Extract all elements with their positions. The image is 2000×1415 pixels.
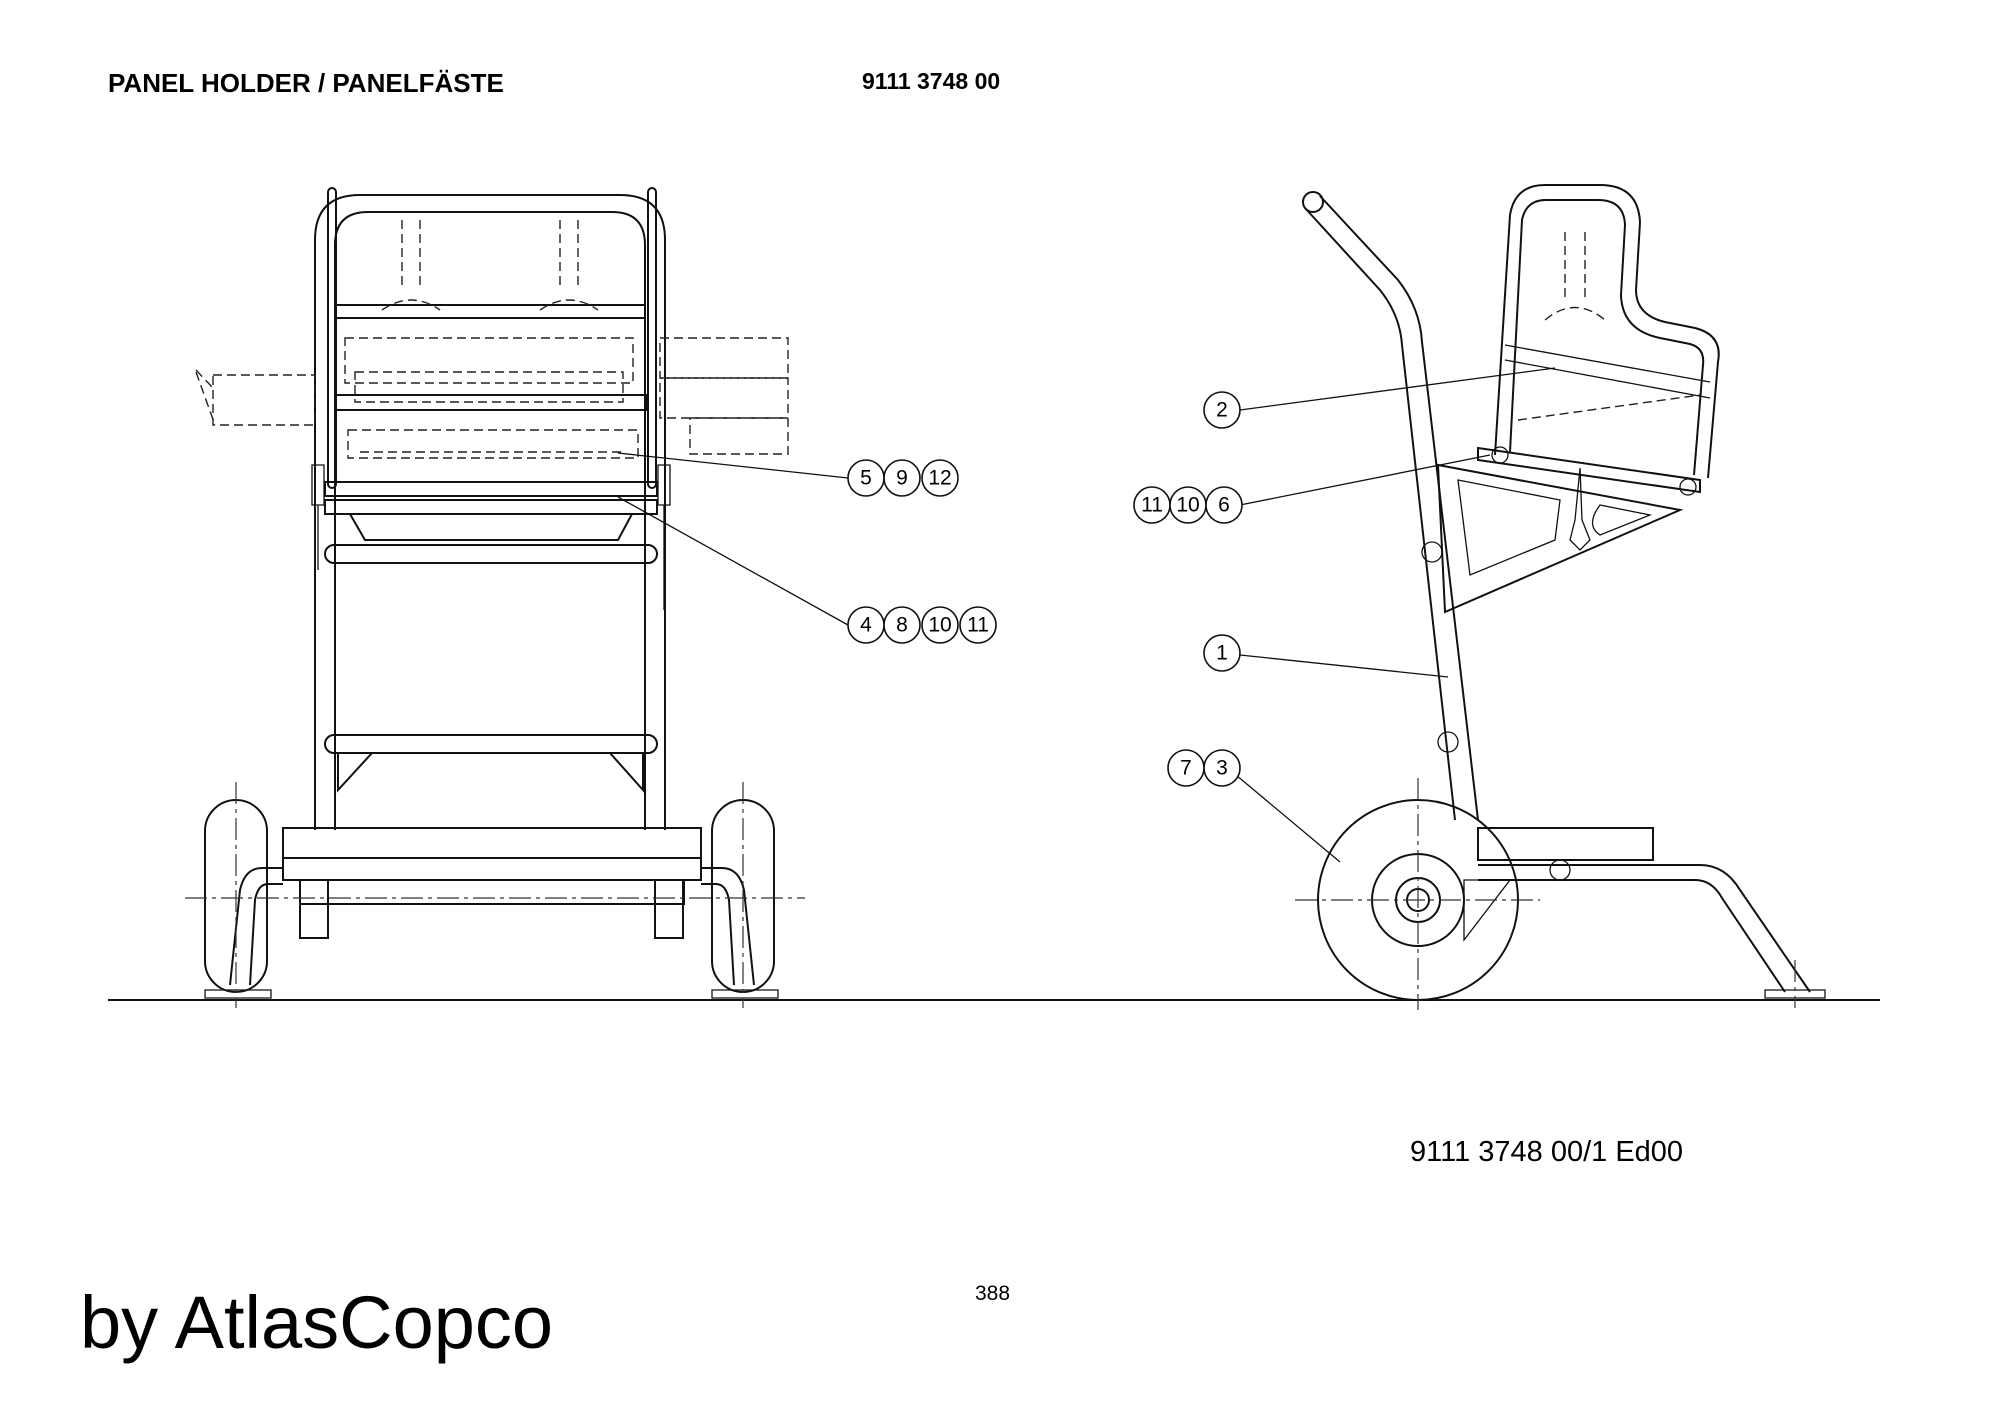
callout-label: 12 xyxy=(928,467,951,490)
drawing-title: PANEL HOLDER / PANELFÄSTE xyxy=(108,68,504,98)
side-callouts: 2 11 10 6 1 7 3 xyxy=(1134,368,1555,862)
callout-label: 4 xyxy=(860,614,872,637)
callout-bubble: 3 xyxy=(1204,750,1240,786)
callout-label: 2 xyxy=(1216,399,1228,422)
callout-bubble: 5 xyxy=(848,460,884,496)
callout-bubble: 4 xyxy=(848,607,884,643)
callout-bubble: 7 xyxy=(1168,750,1204,786)
callout-label: 1 xyxy=(1216,642,1228,665)
part-number: 9111 3748 00 xyxy=(862,68,1001,94)
callout-bubble: 2 xyxy=(1204,392,1240,428)
drawing-number: 9111 3748 00/1 Ed00 xyxy=(1410,1136,1684,1168)
callout-label: 11 xyxy=(967,614,989,637)
callout-label: 8 xyxy=(896,614,908,637)
callout-bubble: 10 xyxy=(1170,487,1206,523)
callout-bubble: 10 xyxy=(922,607,958,643)
callout-bubble: 11 xyxy=(1134,487,1170,523)
callout-bubble: 1 xyxy=(1204,635,1240,671)
callout-bubble: 9 xyxy=(884,460,920,496)
side-view xyxy=(1295,185,1825,1010)
callout-label: 5 xyxy=(860,467,872,490)
callout-bubble: 6 xyxy=(1206,487,1242,523)
callout-label: 6 xyxy=(1218,494,1230,517)
callout-label: 10 xyxy=(928,614,951,637)
brand-watermark: by AtlasCopco xyxy=(80,1281,554,1364)
front-view xyxy=(185,188,805,1008)
callout-label: 10 xyxy=(1176,494,1199,517)
callout-label: 11 xyxy=(1141,494,1163,517)
callout-label: 7 xyxy=(1180,757,1192,780)
callout-label: 9 xyxy=(896,467,908,490)
callout-bubble: 11 xyxy=(960,607,996,643)
callout-label: 3 xyxy=(1216,757,1228,780)
callout-bubble: 12 xyxy=(922,460,958,496)
page-number: 388 xyxy=(975,1282,1011,1305)
callout-bubble: 8 xyxy=(884,607,920,643)
front-callouts: 5 9 12 4 8 10 11 xyxy=(618,453,996,643)
